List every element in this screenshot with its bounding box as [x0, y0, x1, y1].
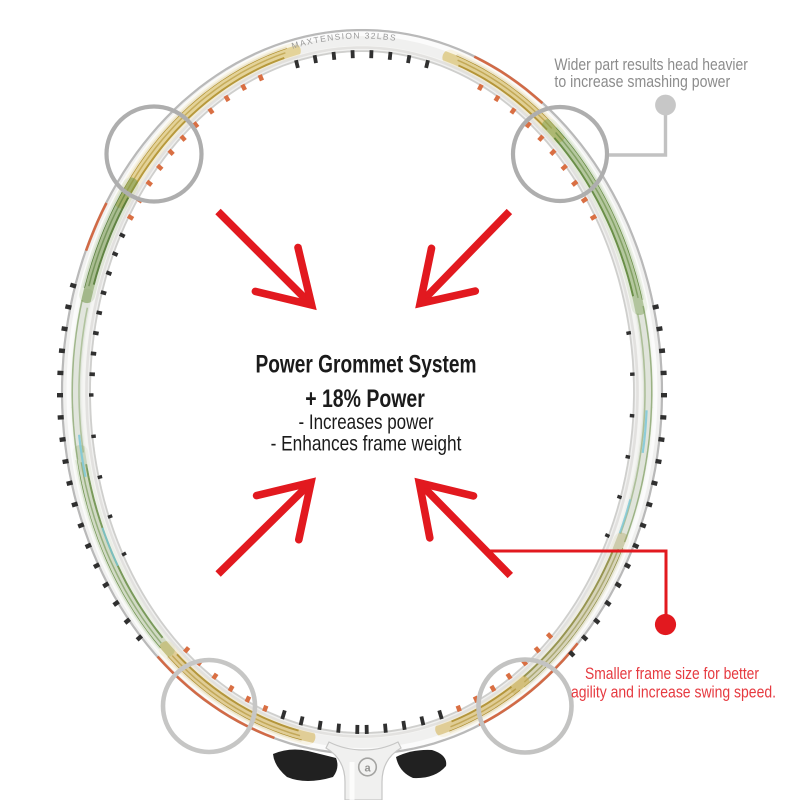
svg-text:to increase smashing power: to increase smashing power — [554, 73, 730, 91]
svg-text:Wider part results head heavie: Wider part results head heavier — [554, 56, 748, 74]
svg-text:Smaller frame size for better: Smaller frame size for better — [585, 665, 759, 683]
svg-text:- Enhances frame weight: - Enhances frame weight — [271, 432, 462, 456]
svg-text:a: a — [364, 763, 371, 775]
svg-text:+ 18% Power: + 18% Power — [305, 385, 425, 413]
svg-text:- Increases power: - Increases power — [299, 410, 434, 434]
svg-text:agility and increase swing spe: agility and increase swing speed. — [571, 684, 776, 702]
svg-text:Power Grommet System: Power Grommet System — [256, 351, 477, 379]
